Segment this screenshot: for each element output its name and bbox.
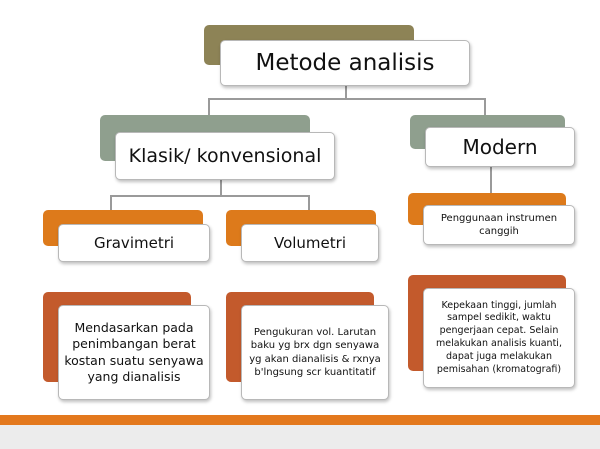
root-label: Metode analisis [255, 50, 435, 76]
connector-klasik-down [220, 180, 222, 196]
modern-description: Kepekaan tinggi, jumlah sampel sedikit, … [436, 299, 562, 375]
connector-to-gravimetri [110, 195, 112, 211]
connector-root-down [345, 85, 347, 99]
gravimetri-node: Gravimetri [58, 224, 210, 262]
modern-node: Modern [425, 127, 575, 167]
volumetri-desc-node: Pengukuran vol. Larutan baku yg brx dgn … [241, 305, 389, 400]
volumetri-node: Volumetri [241, 224, 379, 262]
gravimetri-description: Mendasarkan pada penimbangan berat kosta… [64, 320, 204, 384]
connector-level2-horizontal [110, 195, 310, 197]
bottom-footer-band [0, 425, 600, 449]
gravimetri-desc-node: Mendasarkan pada penimbangan berat kosta… [58, 305, 210, 400]
bottom-accent-bar [0, 415, 600, 425]
connector-modern-down [490, 165, 492, 195]
klasik-node: Klasik/ konvensional [115, 132, 335, 180]
volumetri-label: Volumetri [273, 234, 346, 252]
root-node: Metode analisis [220, 40, 470, 86]
connector-to-volumetri [308, 195, 310, 211]
modern-desc-node: Kepekaan tinggi, jumlah sampel sedikit, … [423, 288, 575, 388]
connector-level1-horizontal [208, 98, 486, 100]
volumetri-description: Pengukuran vol. Larutan baku yg brx dgn … [249, 326, 381, 379]
gravimetri-label: Gravimetri [93, 234, 175, 252]
instrumen-label: Penggunaan instrumen canggih [440, 212, 558, 238]
instrumen-node: Penggunaan instrumen canggih [423, 205, 575, 245]
connector-to-modern [484, 98, 486, 118]
modern-label: Modern [462, 135, 538, 159]
klasik-label: Klasik/ konvensional [128, 145, 322, 167]
connector-to-klasik [208, 98, 210, 118]
